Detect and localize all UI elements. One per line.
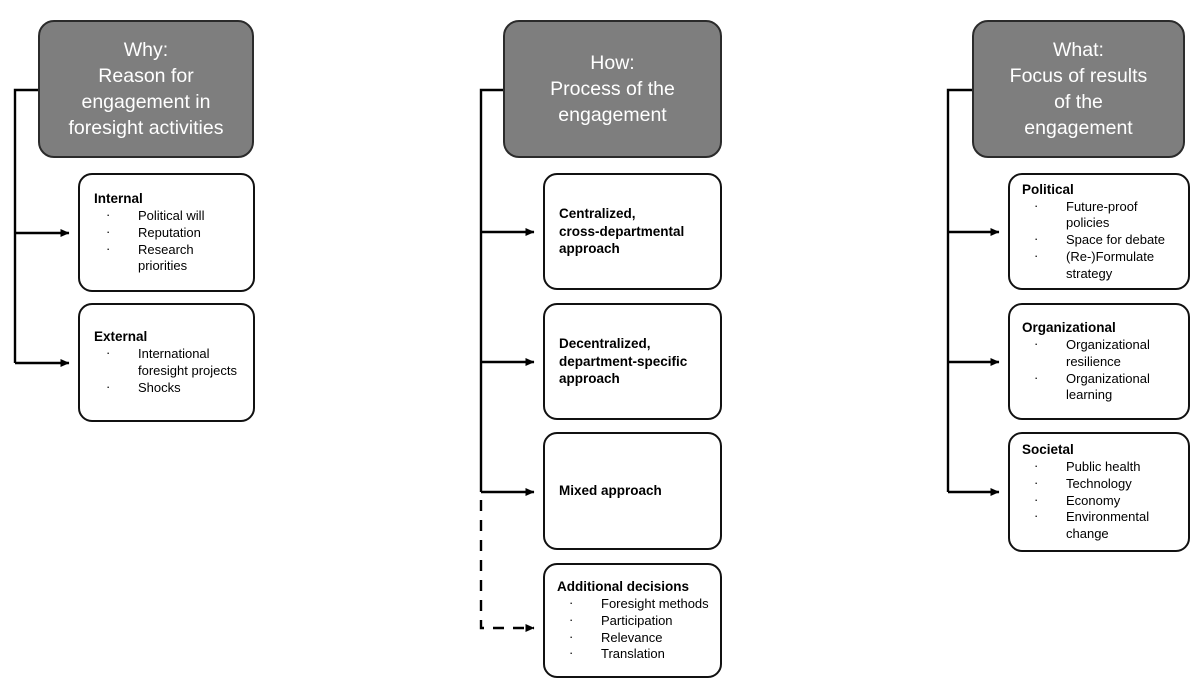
- list-item: ·Organizational resilience: [1034, 335, 1150, 369]
- card-additional-decisions: Additional decisions ·Foresight methods …: [543, 563, 722, 678]
- card-organizational-title: Organizational: [1022, 319, 1116, 335]
- card-centralized-text: Centralized, cross-departmental approach: [559, 206, 685, 257]
- card-political-title: Political: [1022, 181, 1074, 197]
- list-item: ·Research priorities: [106, 240, 194, 274]
- bullet-icon: ·: [1034, 369, 1039, 385]
- header-box-why: Why: Reason for engagement in foresight …: [38, 20, 254, 158]
- card-internal-list: ·Political will ·Reputation ·Research pr…: [94, 206, 243, 275]
- list-item: ·(Re-)Formulate strategy: [1034, 247, 1155, 281]
- card-political-list: ·Future-proof policies ·Space for debate…: [1022, 197, 1178, 283]
- bullet-icon: ·: [569, 611, 574, 627]
- header-what-text: What: Focus of results of the engagement: [1009, 39, 1148, 139]
- list-item: ·International foresight projects: [106, 345, 237, 379]
- list-item: ·Space for debate: [1034, 231, 1166, 248]
- list-item: ·Future-proof policies: [1034, 197, 1138, 231]
- card-decentralized: Decentralized, department-specific appro…: [543, 303, 722, 420]
- card-mixed-approach: Mixed approach: [543, 432, 722, 550]
- card-additional-decisions-list: ·Foresight methods ·Participation ·Relev…: [557, 594, 710, 663]
- card-political: Political ·Future-proof policies ·Space …: [1008, 173, 1190, 290]
- card-decentralized-text: Decentralized, department-specific appro…: [559, 336, 688, 387]
- list-item: ·Translation: [569, 645, 665, 662]
- bullet-icon: ·: [106, 378, 111, 394]
- bullet-icon: ·: [1034, 247, 1039, 263]
- bullet-icon: ·: [1034, 474, 1039, 490]
- card-societal-title: Societal: [1022, 442, 1074, 457]
- bullet-icon: ·: [106, 240, 111, 256]
- bullet-icon: ·: [569, 594, 574, 610]
- header-box-how: How: Process of the engagement: [503, 20, 722, 158]
- card-societal-list: ·Public health ·Technology ·Economy ·Env…: [1022, 458, 1178, 543]
- list-item: ·Reputation: [106, 223, 201, 240]
- bullet-icon: ·: [1034, 491, 1039, 507]
- bullet-icon: ·: [1034, 335, 1039, 351]
- card-external: External ·International foresight projec…: [78, 303, 255, 422]
- bullet-icon: ·: [106, 206, 111, 222]
- list-item: ·Shocks: [106, 378, 181, 395]
- bullet-icon: ·: [106, 223, 111, 239]
- card-centralized: Centralized, cross-departmental approach: [543, 173, 722, 290]
- bullet-icon: ·: [1034, 197, 1039, 213]
- card-external-title: External: [94, 329, 148, 345]
- bullet-icon: ·: [1034, 508, 1039, 524]
- list-item: ·Technology: [1034, 474, 1132, 491]
- header-how-text: How: Process of the engagement: [550, 52, 675, 126]
- list-item: ·Environmental change: [1034, 508, 1150, 542]
- card-additional-decisions-title: Additional decisions: [557, 578, 690, 594]
- list-item: ·Participation: [569, 611, 673, 628]
- bullet-icon: ·: [1034, 231, 1039, 247]
- list-item: ·Public health: [1034, 458, 1141, 474]
- card-external-list: ·International foresight projects ·Shock…: [94, 345, 243, 396]
- bullet-icon: ·: [569, 645, 574, 661]
- list-item: ·Economy: [1034, 491, 1121, 508]
- bullet-icon: ·: [106, 345, 111, 361]
- card-mixed-approach-text: Mixed approach: [559, 483, 662, 499]
- card-organizational-list: ·Organizational resilience ·Organization…: [1022, 335, 1178, 404]
- header-box-what: What: Focus of results of the engagement: [972, 20, 1185, 158]
- list-item: ·Organizational learning: [1034, 369, 1150, 403]
- list-item: ·Foresight methods: [569, 594, 709, 611]
- card-societal: Societal ·Public health ·Technology ·Eco…: [1008, 432, 1190, 552]
- card-organizational: Organizational ·Organizational resilienc…: [1008, 303, 1190, 420]
- bullet-icon: ·: [569, 628, 574, 644]
- card-internal-title: Internal: [94, 190, 143, 206]
- connector-how-dashed: [479, 500, 535, 632]
- list-item: ·Political will: [106, 206, 205, 223]
- header-why-text: Why: Reason for engagement in foresight …: [68, 39, 224, 139]
- card-internal: Internal ·Political will ·Reputation ·Re…: [78, 173, 255, 292]
- list-item: ·Relevance: [569, 628, 663, 645]
- bullet-icon: ·: [1034, 458, 1039, 473]
